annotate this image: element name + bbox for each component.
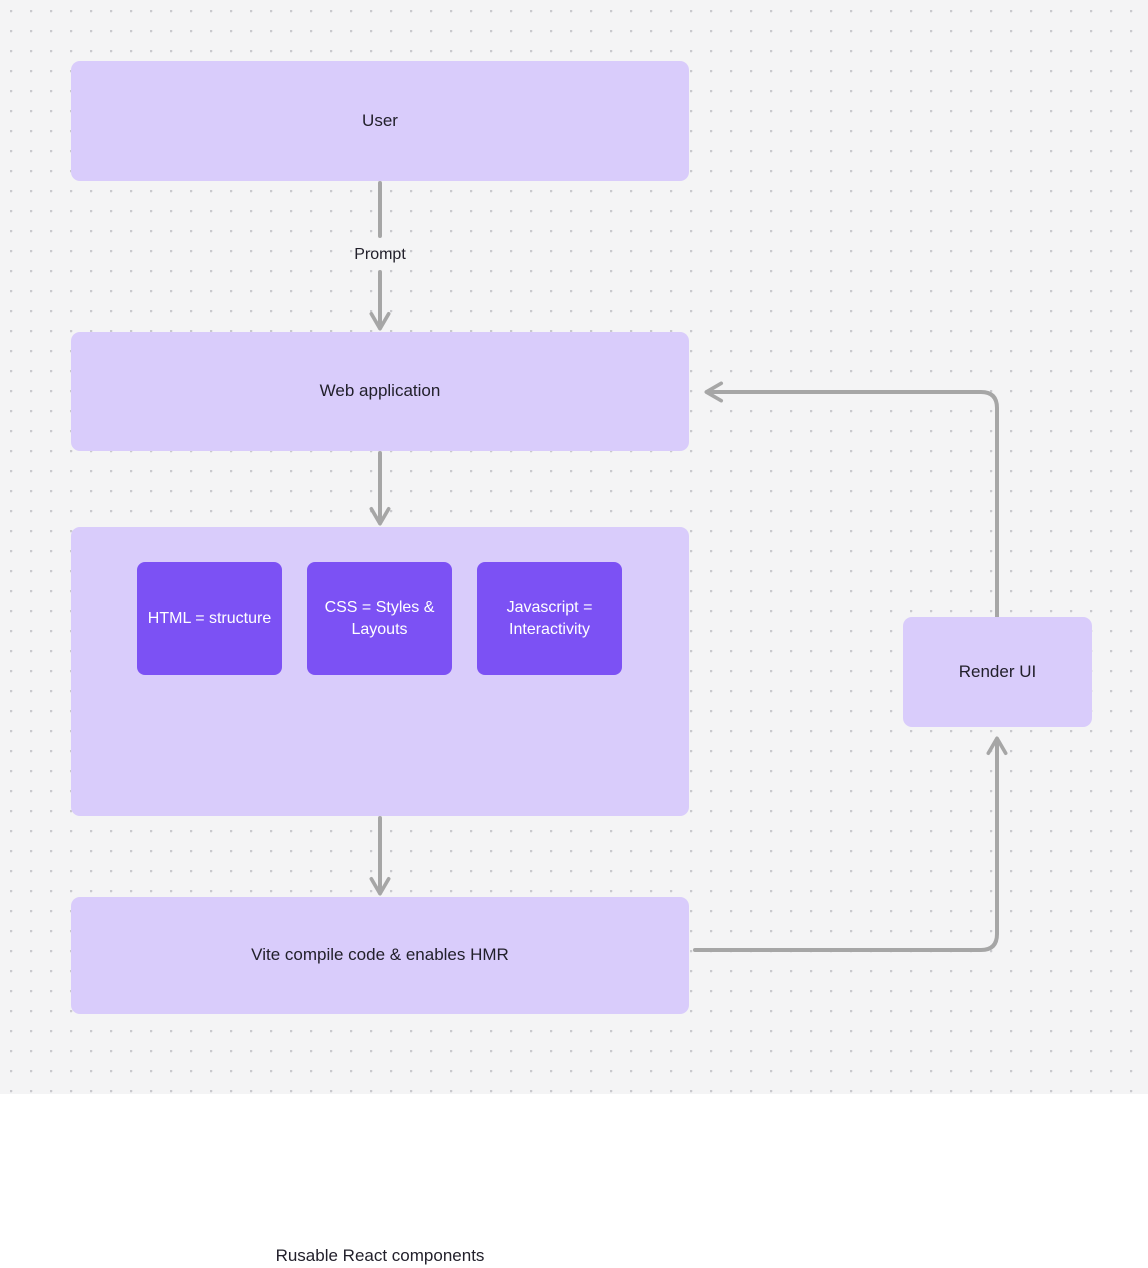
node-javascript[interactable]: Javascript = Interactivity (477, 562, 622, 675)
node-vite-label: Vite compile code & enables HMR (251, 945, 509, 965)
node-user-label: User (362, 110, 398, 130)
node-render-ui[interactable]: Render UI (903, 617, 1092, 727)
edge-render-ui-to-webapp (707, 392, 999, 619)
node-web-application[interactable]: Web application (71, 332, 689, 451)
node-html[interactable]: HTML = structure (137, 562, 282, 675)
node-render-ui-label: Render UI (958, 661, 1037, 681)
node-components-caption: Rusable React components (275, 1246, 485, 1265)
node-html-label: HTML = structure (147, 609, 272, 627)
node-vite[interactable]: Vite compile code & enables HMR (71, 897, 689, 1014)
node-javascript-label: Javascript = Interactivity (506, 598, 593, 638)
edge-vite-to-render-ui (693, 739, 997, 952)
node-user[interactable]: User (71, 61, 689, 181)
node-web-application-label: Web application (319, 381, 441, 401)
node-css-label: CSS = Styles & Layouts (324, 598, 435, 638)
node-css[interactable]: CSS = Styles & Layouts (307, 562, 452, 675)
edge-label-prompt: Prompt (354, 246, 406, 263)
